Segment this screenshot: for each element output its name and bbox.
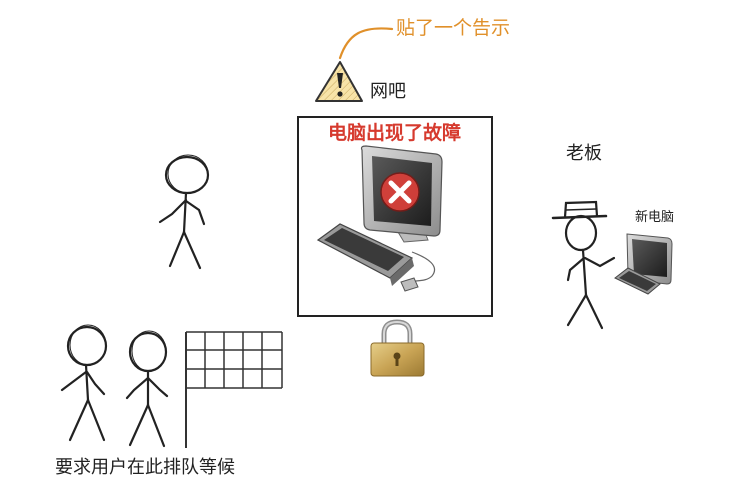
computer-broken-label: 电脑出现了故障 [328, 122, 462, 144]
notice-label: 贴了一个告示 [396, 17, 511, 39]
queue-grid [185, 331, 283, 448]
warning-triangle-icon [315, 61, 363, 102]
internet-cafe-frame [297, 116, 493, 317]
broken-computer-icon [316, 145, 443, 292]
stick-man-queue-2 [125, 330, 169, 448]
notice-pointer [338, 27, 394, 60]
stick-man-queue-1 [60, 324, 108, 442]
new-computer-icon [614, 233, 673, 295]
boss-label: 老板 [566, 143, 602, 164]
new-computer-label: 新电脑 [635, 210, 675, 225]
boss-stick-man [551, 200, 616, 330]
queue-instruction-label: 要求用户在此排队等候 [55, 457, 235, 478]
internet-cafe-label: 网吧 [370, 81, 406, 102]
stick-man-standing [158, 154, 210, 270]
padlock-icon [370, 319, 425, 377]
